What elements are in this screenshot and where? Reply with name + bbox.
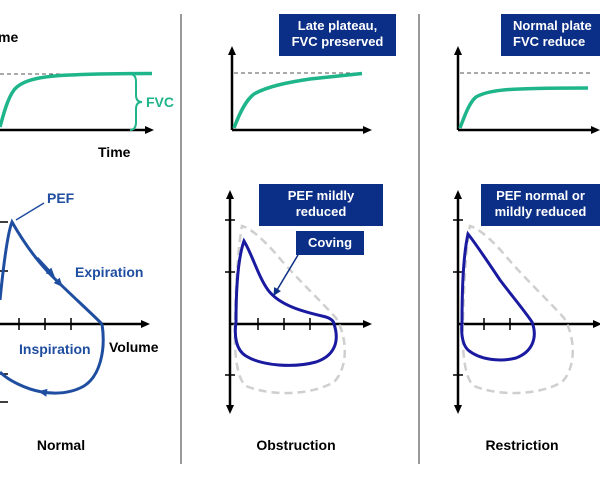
normal-fvc-label: FVC — [146, 94, 174, 110]
obstruction-coving-box: Coving — [296, 231, 364, 255]
obstruction-fv-loop — [233, 237, 338, 367]
restriction-pef-box: PEF normal or mildly reduced — [481, 184, 600, 226]
restriction-panel-title: Restriction — [485, 437, 558, 453]
normal-fv-inspiration-curve — [38, 323, 105, 397]
obstruction-pef-box: PEF mildly reduced — [259, 184, 383, 226]
obstruction-panel: Obstruction — [225, 46, 372, 453]
normal-vt-curve — [0, 71, 153, 128]
obstruction-fv-normal-reference — [233, 224, 346, 395]
obstruction-vt-curve — [232, 71, 363, 129]
restriction-fv-loop — [460, 230, 536, 362]
normal-volume-label-clipped: me — [0, 29, 18, 45]
obstruction-panel-title: Obstruction — [256, 437, 335, 453]
restriction-panel: Restriction — [453, 46, 600, 453]
restriction-fv-normal-reference — [461, 224, 574, 395]
normal-fv-expiration-arrowhead — [35, 256, 55, 277]
normal-fv-inspiration-curve-tail — [0, 370, 43, 394]
obstruction-top-box: Late plateau, FVC preserved — [279, 14, 396, 56]
normal-volume-axis-label: Volume — [109, 339, 159, 355]
obstruction-coving-pointer — [273, 254, 299, 296]
normal-fvc-brace — [129, 73, 143, 131]
normal-pef-label: PEF — [47, 190, 75, 206]
normal-expiration-label: Expiration — [75, 264, 143, 280]
normal-fv-expiration-curve — [0, 218, 104, 326]
normal-inspiration-label: Inspiration — [19, 341, 91, 357]
restriction-top-box: Normal plate FVC reduce — [501, 14, 600, 56]
normal-panel-title: Normal — [37, 437, 85, 453]
normal-pef-pointer — [15, 202, 45, 221]
normal-panel: me FVC Time PEF Expiratio — [0, 29, 174, 453]
normal-time-label: Time — [98, 144, 131, 160]
restriction-vt-curve — [458, 86, 589, 129]
